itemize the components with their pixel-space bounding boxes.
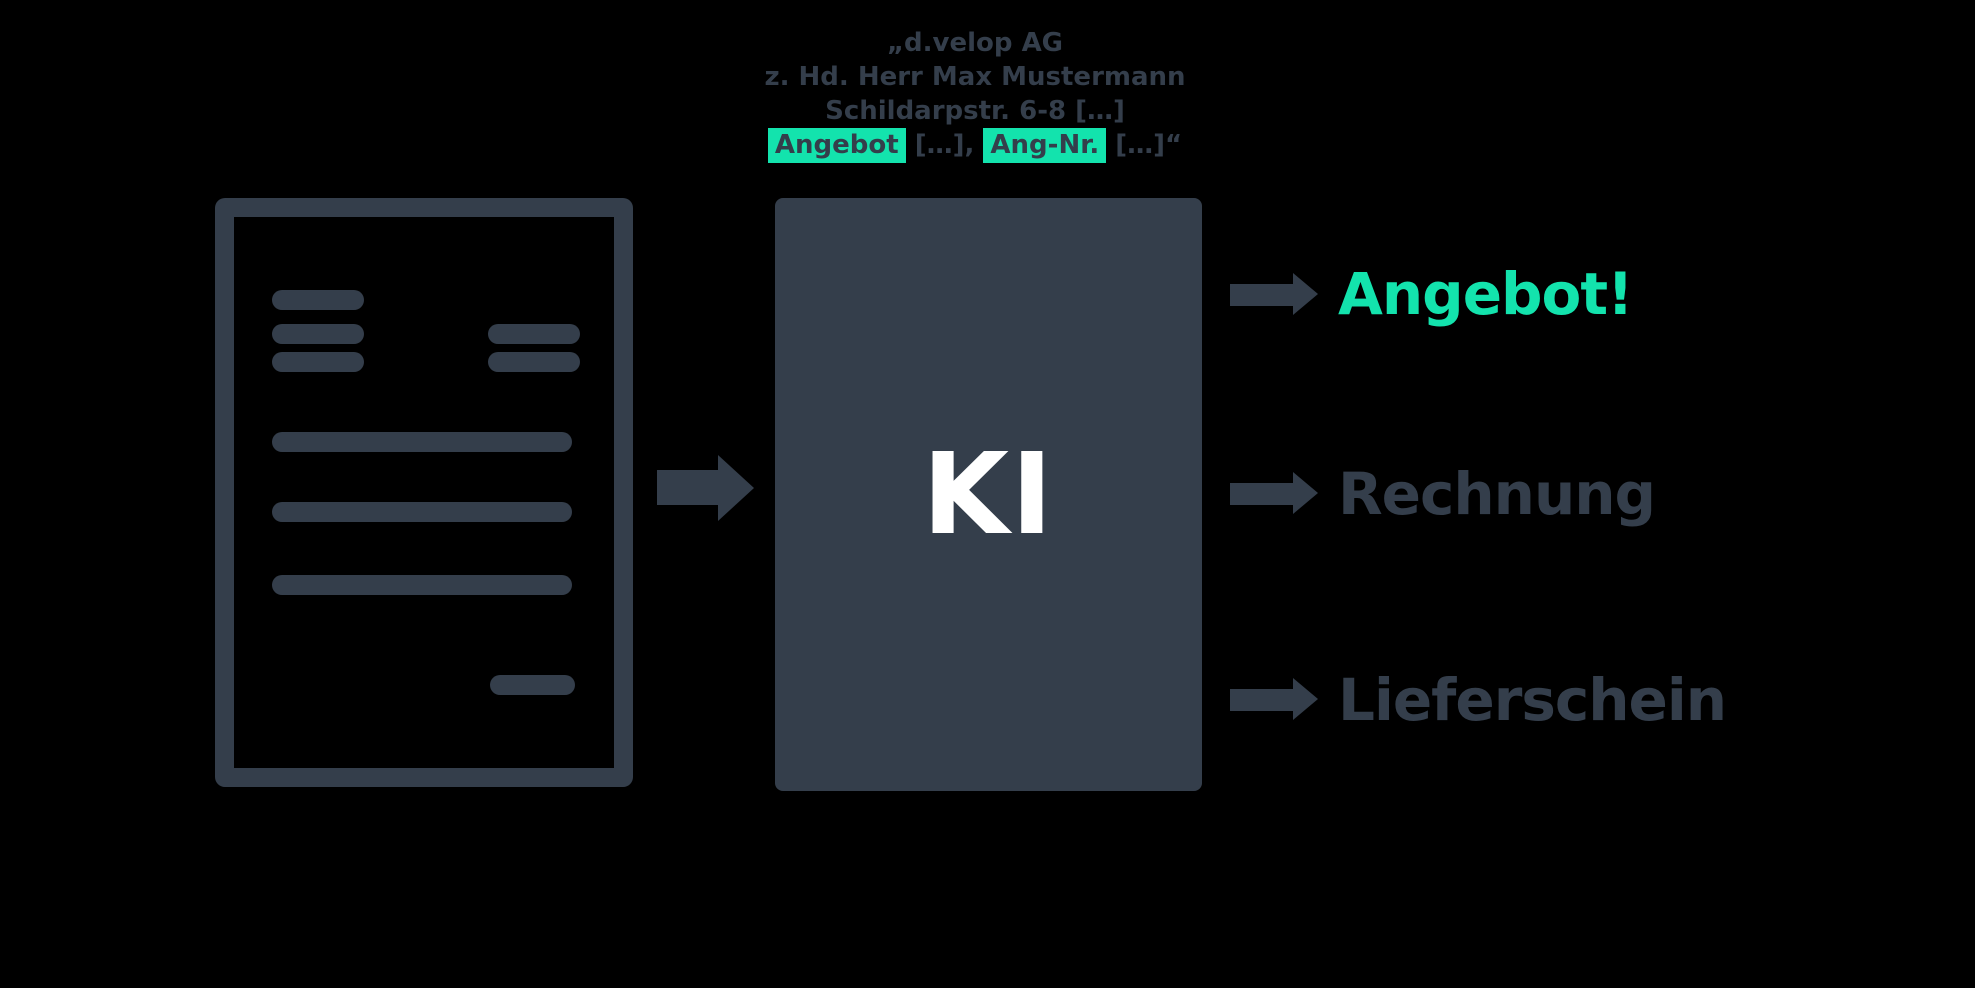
arrow-output-2-shaft	[1230, 483, 1293, 505]
highlight-angebot: Angebot	[767, 128, 906, 163]
arrow-doc-to-ki-icon	[718, 455, 754, 521]
doc-body-line-3	[272, 575, 572, 595]
doc-meta-line-2	[488, 352, 580, 372]
highlight-ang-nr: Ang-Nr.	[983, 128, 1107, 163]
document-icon	[215, 198, 633, 787]
output-label-angebot: Angebot!	[1338, 260, 1634, 328]
arrow-output-1-icon	[1293, 273, 1318, 315]
ki-label: KI	[922, 429, 1055, 560]
doc-address-line-2	[272, 324, 364, 344]
doc-body-line-2	[272, 502, 572, 522]
doc-signature-line	[490, 675, 575, 695]
arrow-output-1-shaft	[1230, 284, 1293, 306]
arrow-output-3-icon	[1293, 678, 1318, 720]
note-line-keywords: Angebot […], Ang-Nr. […]“	[675, 128, 1275, 163]
ki-box: KI	[775, 198, 1202, 791]
note-line-attn: z. Hd. Herr Max Mustermann	[764, 62, 1186, 92]
output-label-rechnung: Rechnung	[1338, 460, 1656, 528]
note-line-street: Schildarpstr. 6-8 […]	[825, 96, 1125, 126]
note-ending: […]“	[1106, 130, 1183, 160]
doc-body-line-1	[272, 432, 572, 452]
doc-meta-line-1	[488, 324, 580, 344]
arrow-output-3-shaft	[1230, 689, 1293, 711]
arrow-output-2-icon	[1293, 472, 1318, 514]
doc-address-line-3	[272, 352, 364, 372]
output-label-lieferschein: Lieferschein	[1338, 666, 1727, 734]
doc-address-line-1	[272, 290, 364, 310]
note-line-company: „d.velop AG	[886, 28, 1064, 58]
arrow-doc-to-ki-shaft	[657, 470, 718, 505]
extracted-text-note: „d.velop AG z. Hd. Herr Max Mustermann S…	[675, 26, 1275, 163]
note-separator: […],	[905, 130, 984, 160]
